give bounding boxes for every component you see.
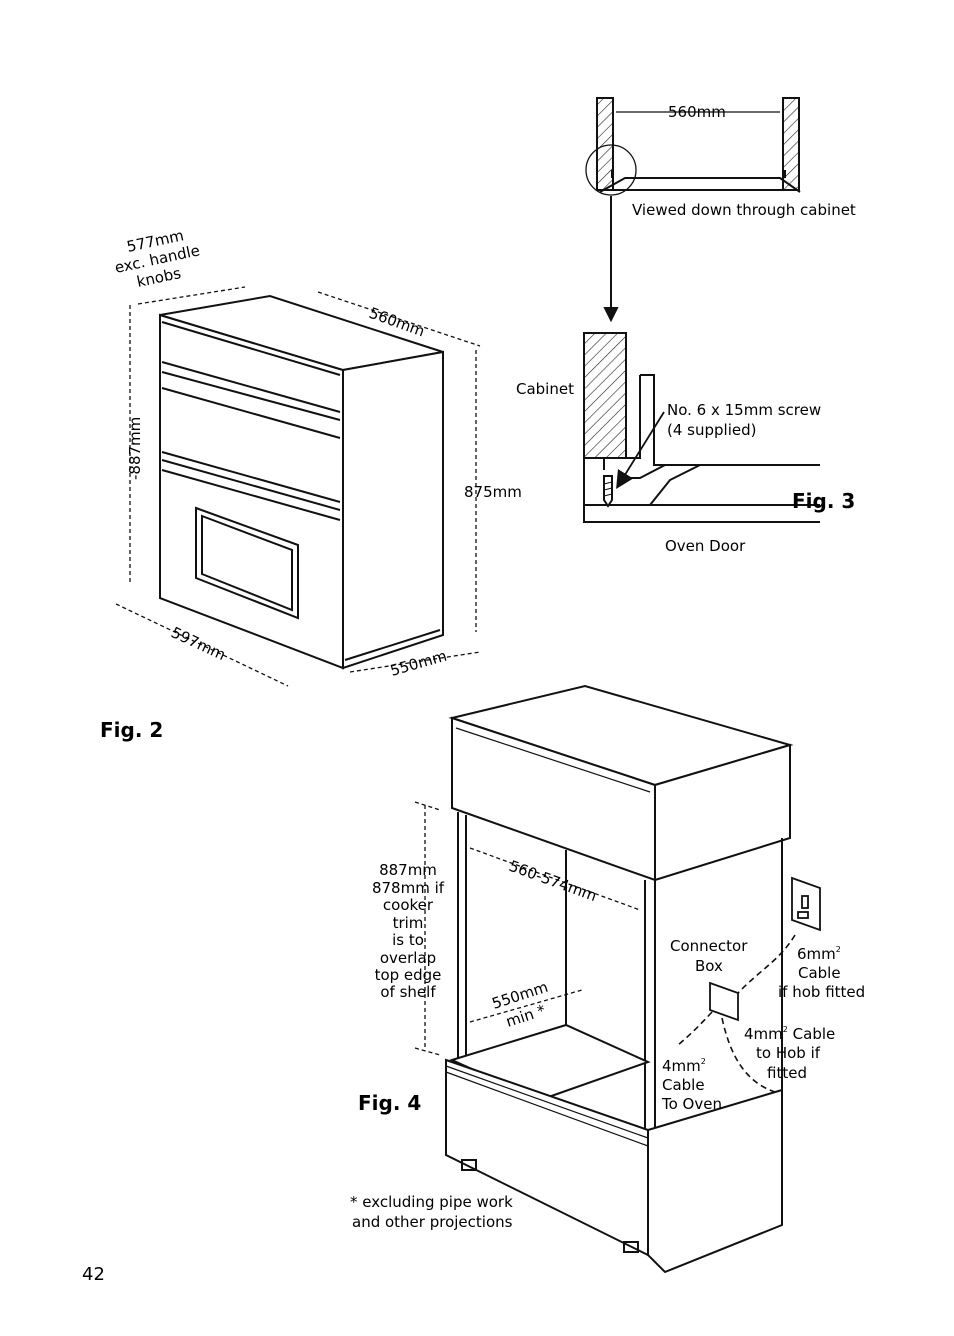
- fig2-dim-875: 875mm: [464, 483, 522, 501]
- fig4-label-cable4hob-line3: fitted: [767, 1064, 807, 1082]
- fig4-label-cable6-line3: if hob fitted: [778, 983, 865, 1001]
- fig4-height-note-line3: cooker: [383, 896, 434, 914]
- svg-text:4mm2 Cable: 4mm2 Cable: [744, 1025, 835, 1043]
- fig2-oven-drawing: [159, 294, 444, 670]
- fig4-label-cable6-line2: Cable: [798, 964, 841, 982]
- fig3-title: Fig. 3: [792, 489, 855, 513]
- fig4-height-note-line1: 887mm: [379, 861, 437, 879]
- fig4-label-cable4hob-line1a: 4mm: [744, 1025, 783, 1043]
- fig4-label-connector-line2: Box: [695, 957, 723, 975]
- fig3-section-view: [583, 332, 820, 523]
- fig4-socket: [791, 876, 821, 932]
- fig4-label-cable6-sup: 2: [836, 945, 841, 954]
- fig3-top-view: [585, 97, 801, 323]
- fig4-footnote-line2: and other projections: [352, 1213, 513, 1231]
- fig4-label-cable4oven-line1: 4mm: [662, 1057, 701, 1075]
- fig4-dimension-lines: [414, 801, 641, 1056]
- fig3-caption-top: Viewed down through cabinet: [632, 201, 856, 219]
- fig2-dimension-lines: [115, 286, 481, 687]
- fig4-label-cable4oven-sup: 2: [701, 1057, 706, 1066]
- fig4-height-note-line7: top edge: [375, 966, 442, 984]
- fig4-cable-routes: [677, 934, 796, 1093]
- fig4-housing-drawing: [445, 684, 794, 1274]
- fig4-label-cable4hob-line2: to Hob if: [756, 1044, 821, 1062]
- fig4-title: Fig. 4: [358, 1091, 421, 1115]
- fig4-footnote-line1: * excluding pipe work: [350, 1193, 513, 1211]
- fig3-screw-arrow: [616, 411, 665, 490]
- fig2-dim-597: 597mm: [168, 623, 228, 664]
- fig4-label-cable6-line1: 6mm: [797, 945, 836, 963]
- fig3-label-cabinet: Cabinet: [516, 380, 574, 398]
- fig3-label-oven-door: Oven Door: [665, 537, 746, 555]
- fig3-labels: 560mm Viewed down through cabinet Cabine…: [516, 103, 856, 555]
- page-number: 42: [82, 1264, 105, 1285]
- fig3-label-screw-line1: No. 6 x 15mm screw: [667, 401, 821, 419]
- fig4-label-cable4hob-line1b: Cable: [793, 1025, 836, 1043]
- fig4-height-note-line6: overlap: [380, 949, 436, 967]
- fig4-label-connector-line1: Connector: [670, 937, 748, 955]
- fig4-label-cable4oven-line2: Cable: [662, 1076, 705, 1094]
- fig4-label-cable4hob-sup: 2: [783, 1025, 788, 1034]
- fig4-connector-box: [709, 981, 739, 1022]
- fig2-title: Fig. 2: [100, 718, 163, 742]
- fig4-label-cable4oven-line3: To Oven: [661, 1095, 722, 1113]
- svg-text:6mm2: 6mm2: [797, 945, 841, 963]
- fig4-height-note-line8: of shelf: [380, 983, 436, 1001]
- fig2-dim-550: 550mm: [388, 647, 449, 680]
- svg-text:4mm2: 4mm2: [662, 1057, 706, 1075]
- fig3-label-screw-line2: (4 supplied): [667, 421, 756, 439]
- fig4-height-note-line5: is to: [392, 931, 424, 949]
- fig4-height-note-line2: 878mm if: [372, 879, 445, 897]
- fig4-dim-width: 560-574mm: [507, 857, 600, 905]
- fig4-height-note-line4: trim: [393, 914, 424, 932]
- fig2-dim-887: -887mm: [126, 417, 144, 480]
- fig3-dim-560: 560mm: [668, 103, 726, 121]
